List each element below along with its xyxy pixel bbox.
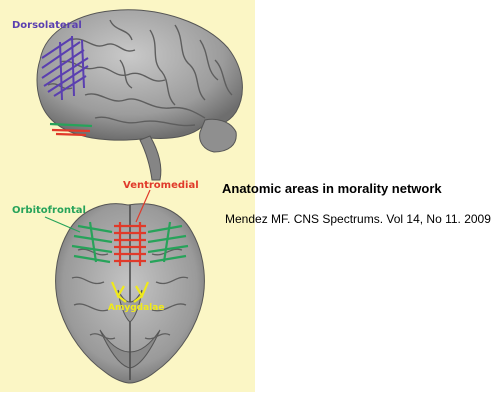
inferior-brain-view [44,189,205,384]
ventromedial-region [114,222,146,266]
caption-source: Mendez MF. CNS Spectrums. Vol 14, No 11.… [225,212,491,226]
dorsolateral-region [41,35,89,101]
label-orbitofrontal: Orbitofrontal [12,205,86,216]
label-dorsolateral: Dorsolateral [12,20,82,31]
cerebellum [199,118,237,153]
brainstem [139,135,162,181]
amygdalae-region [110,281,150,303]
brain-illustration [36,9,243,384]
brainstem-inferior [117,289,143,323]
label-ventromedial: Ventromedial [123,180,199,191]
lateral-brain-view [36,9,243,181]
orbitofrontal-region [71,221,189,264]
inferior-gyri [71,248,189,340]
caption-title: Anatomic areas in morality network [222,181,442,196]
brain-illustration-panel: Dorsolateral Ventromedial Orbitofrontal … [0,0,255,392]
callout-lines [44,189,151,233]
lateral-orbitofrontal-region [49,122,93,137]
label-amygdalae: Amygdalae [108,303,165,313]
